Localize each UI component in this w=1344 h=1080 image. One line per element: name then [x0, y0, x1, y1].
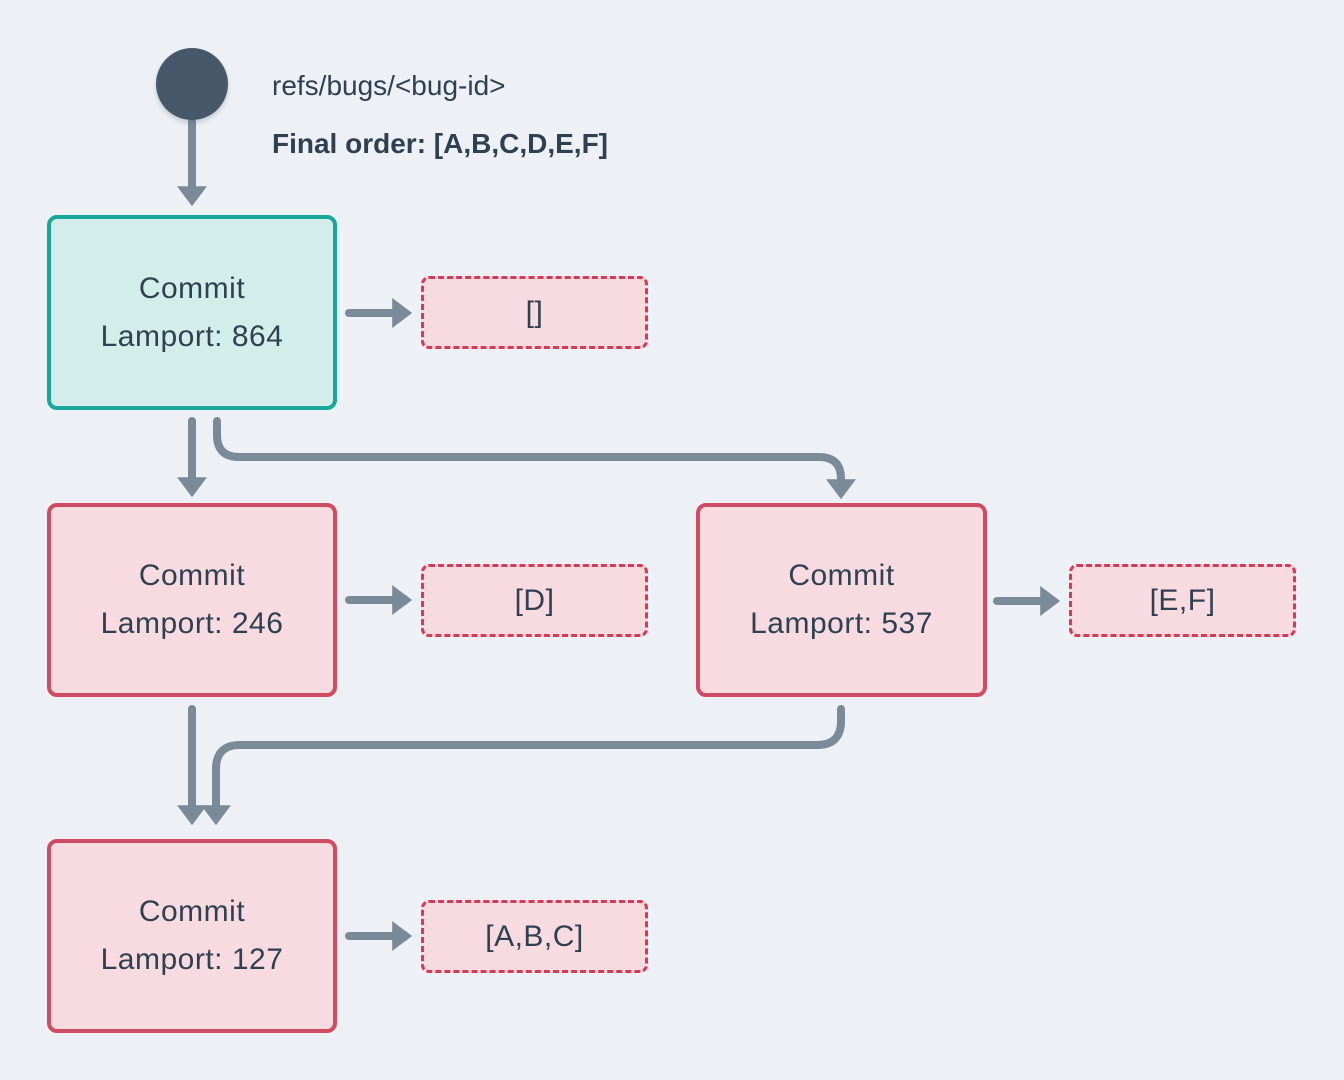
commit-lamport: Lamport: 864	[100, 319, 284, 353]
ref-label: refs/bugs/<bug-id>	[272, 70, 506, 101]
commit-node-246: Commit Lamport: 246	[47, 503, 337, 697]
edge-root-to-right	[213, 417, 856, 500]
commit-node-864: Commit Lamport: 864	[47, 215, 337, 410]
operations-box-127: [A,B,C]	[421, 900, 648, 973]
operations-box-864: []	[421, 276, 648, 349]
commit-node-537: Commit Lamport: 537	[696, 503, 987, 697]
edge-right-to-merge	[201, 705, 845, 826]
commit-node-127: Commit Lamport: 127	[47, 839, 337, 1033]
commit-title: Commit	[138, 271, 246, 305]
commit-title: Commit	[138, 895, 246, 928]
commit-lamport: Lamport: 537	[750, 607, 933, 640]
operations-box-537: [E,F]	[1069, 564, 1296, 637]
final-order-label: Final order: [A,B,C,D,E,F]	[272, 128, 608, 159]
commit-title: Commit	[788, 559, 895, 592]
ref-node-circle	[156, 48, 228, 120]
operations-box-246: [D]	[421, 564, 648, 637]
commit-title: Commit	[138, 559, 246, 592]
commit-lamport: Lamport: 127	[100, 943, 284, 976]
commit-lamport: Lamport: 246	[100, 607, 284, 640]
